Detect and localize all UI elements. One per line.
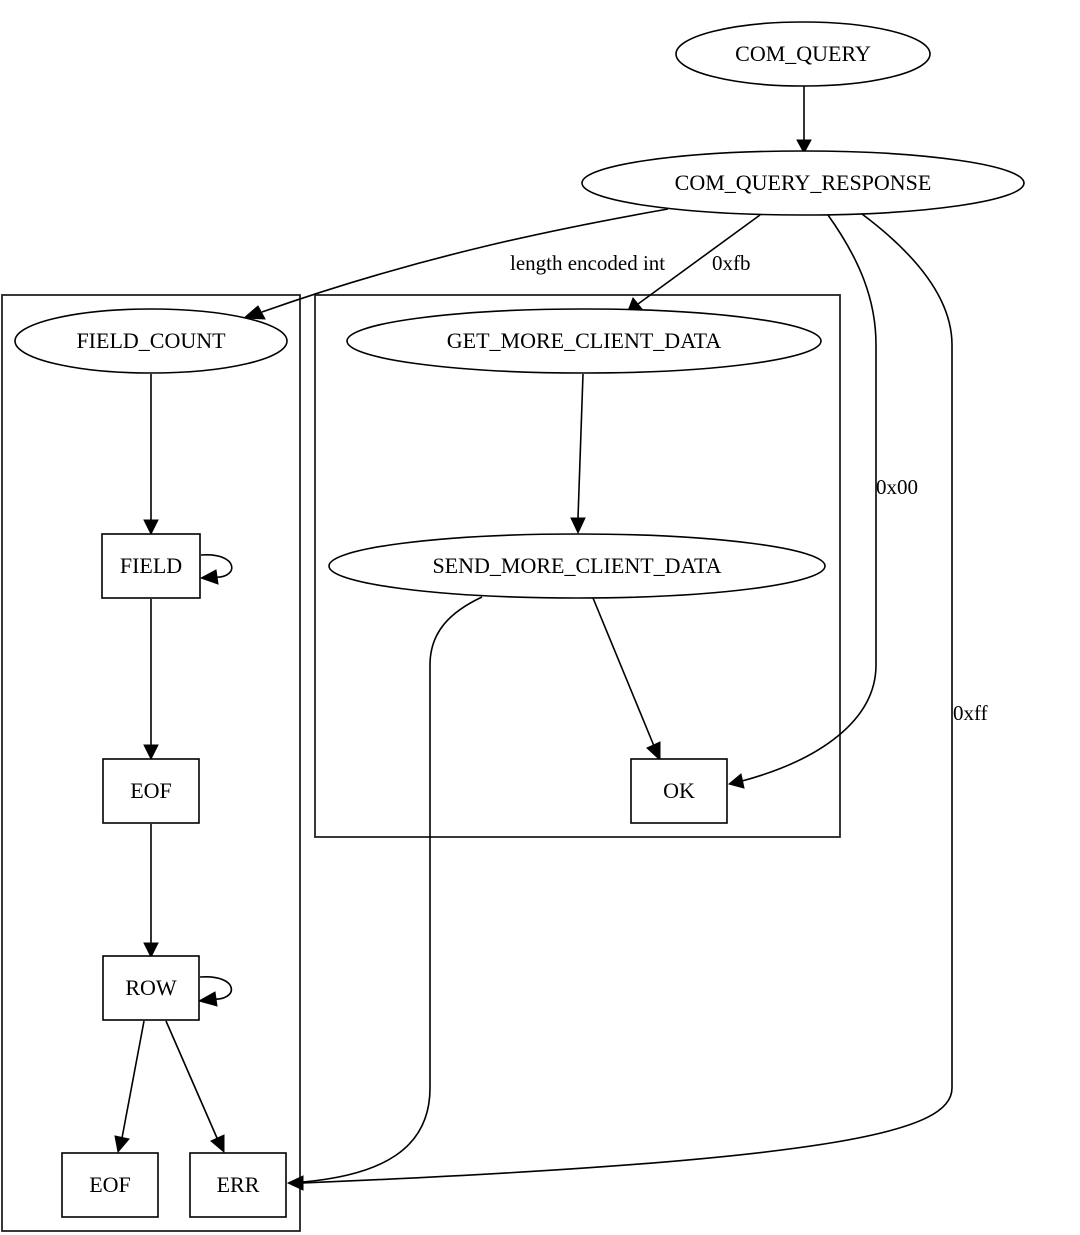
cluster-resultset: [1, 294, 301, 1232]
edge-label-length-encoded-int: length encoded int: [510, 251, 665, 275]
node-get-more-client-data[interactable]: GET_MORE_CLIENT_DATA: [346, 308, 822, 374]
node-label: EOF: [89, 1172, 131, 1197]
node-label: COM_QUERY: [735, 41, 871, 66]
cluster-local-infile: [314, 294, 841, 838]
node-label: OK: [663, 778, 695, 803]
node-label: FIELD_COUNT: [76, 328, 226, 353]
node-field[interactable]: FIELD: [101, 533, 201, 599]
edge-com-query-to-response: [796, 86, 812, 155]
node-eof-after-field[interactable]: EOF: [102, 758, 200, 824]
edge-label-0xfb: 0xfb: [712, 251, 751, 275]
edge-field-to-eof: [143, 599, 159, 761]
arrowhead: [796, 139, 812, 155]
arrowhead: [143, 519, 159, 536]
arrowhead: [114, 1135, 130, 1154]
edge-response-to-field-count: [242, 208, 669, 320]
edge-send-more-to-ok: [592, 597, 661, 762]
arrowhead: [646, 741, 661, 762]
edge-row-to-eof: [114, 1020, 145, 1154]
node-eof-after-row[interactable]: EOF: [61, 1152, 159, 1218]
edge-response-to-err: [286, 213, 953, 1191]
node-label: ERR: [217, 1172, 260, 1197]
edge-send-more-to-err: [302, 596, 483, 1183]
edge-label-0x00: 0x00: [876, 475, 918, 499]
arrowhead: [143, 942, 159, 959]
edge-field-self-loop: [199, 554, 233, 585]
node-row[interactable]: ROW: [102, 955, 200, 1021]
edge-row-to-err: [165, 1020, 225, 1154]
arrowhead: [197, 991, 218, 1007]
node-label: COM_QUERY_RESPONSE: [675, 170, 932, 195]
edge-row-self-loop: [197, 976, 233, 1007]
edge-field-count-to-field: [143, 374, 159, 536]
node-label: SEND_MORE_CLIENT_DATA: [432, 553, 721, 578]
node-label: GET_MORE_CLIENT_DATA: [447, 328, 722, 353]
arrowhead: [570, 517, 586, 535]
node-label: FIELD: [120, 553, 182, 578]
node-com-query-response[interactable]: COM_QUERY_RESPONSE: [581, 150, 1025, 216]
node-com-query[interactable]: COM_QUERY: [675, 21, 931, 87]
edge-label-0xff: 0xff: [953, 701, 988, 725]
arrowhead: [143, 744, 159, 761]
node-field-count[interactable]: FIELD_COUNT: [14, 308, 288, 374]
node-err[interactable]: ERR: [189, 1152, 287, 1218]
edge-eof-to-row: [143, 824, 159, 959]
arrowhead: [199, 569, 219, 585]
arrowhead: [242, 305, 266, 320]
node-send-more-client-data[interactable]: SEND_MORE_CLIENT_DATA: [328, 533, 826, 599]
node-ok[interactable]: OK: [630, 758, 728, 824]
arrowhead: [727, 773, 745, 789]
node-label: ROW: [125, 975, 177, 1000]
arrowhead: [210, 1134, 225, 1154]
arrowhead: [286, 1175, 304, 1191]
edge-response-to-ok: [727, 214, 877, 789]
node-label: EOF: [130, 778, 172, 803]
edge-get-more-to-send-more: [570, 373, 586, 535]
